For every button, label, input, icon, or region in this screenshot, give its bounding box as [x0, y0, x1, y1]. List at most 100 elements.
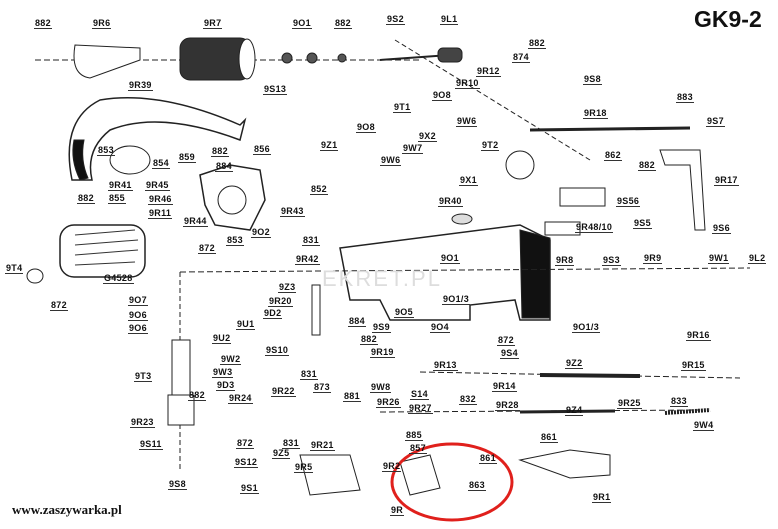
website-link[interactable]: www.zaszywarka.pl: [12, 502, 122, 517]
part-label: 854: [152, 158, 170, 169]
part-label: 856: [253, 144, 271, 155]
part-label: 9O1/3: [572, 322, 601, 333]
part-label: 9L1: [440, 14, 459, 25]
part-label: 9R21: [310, 440, 335, 451]
part-label: 9R2: [382, 461, 402, 472]
part-label: 9S3: [602, 255, 621, 266]
part-label: 9S1: [240, 483, 259, 494]
part-label: 9W1: [708, 253, 730, 264]
part-label: 9X2: [418, 131, 437, 142]
part-label: 9O1: [440, 253, 460, 264]
part-label: 9S8: [168, 479, 187, 490]
part-label: 885: [405, 430, 423, 441]
part-label: 9L2: [748, 253, 767, 264]
part-label: 9T1: [393, 102, 412, 113]
part-label: 9R41: [108, 180, 133, 191]
part-label: 9S10: [265, 345, 290, 356]
part-label: 9R6: [92, 18, 112, 29]
part-label: 833: [670, 396, 688, 407]
part-label: 882: [211, 146, 229, 157]
part-label: 9R19: [370, 347, 395, 358]
part-label: 9R13: [433, 360, 458, 371]
part-label: 9O5: [394, 307, 414, 318]
bracket-9R17: [659, 149, 706, 231]
part-label: 9R39: [128, 80, 153, 91]
part-label: 882: [528, 38, 546, 49]
part-label: 9R25: [617, 398, 642, 409]
part-label: 9R23: [130, 417, 155, 428]
part-label: 9R46: [148, 194, 173, 205]
part-label: 9R45: [145, 180, 170, 191]
part-label: 9R24: [228, 393, 253, 404]
part-label: 872: [236, 438, 254, 449]
part-label: 852: [310, 184, 328, 195]
part-label: 881: [343, 391, 361, 402]
part-label: 9R28: [495, 400, 520, 411]
part-label: 857: [409, 443, 427, 454]
part-label: 9U1: [236, 319, 256, 330]
part-label: 831: [300, 369, 318, 380]
part-label: 9R9: [643, 253, 663, 264]
part-label: 862: [604, 150, 622, 161]
part-label: 9W7: [402, 143, 424, 154]
part-label: 9S13: [263, 84, 288, 95]
part-label: 9W6: [380, 155, 402, 166]
part-label: 9S9: [372, 322, 391, 333]
part-label: 9O4: [430, 322, 450, 333]
part-label: 9T3: [134, 371, 153, 382]
cover-9R5: [299, 454, 361, 496]
part-label: 863: [468, 480, 486, 491]
part-label: 9S12: [234, 457, 259, 468]
part-label: 9R: [390, 505, 405, 516]
part-label: 832: [459, 394, 477, 405]
part-label: 861: [479, 453, 497, 464]
part-label: 9S4: [500, 348, 519, 359]
part-label: 9O8: [356, 122, 376, 133]
part-label: 9O2: [251, 227, 271, 238]
part-label: 9Z5: [272, 448, 291, 459]
part-label: 9D2: [263, 308, 283, 319]
part-label: 9W3: [212, 367, 234, 378]
part-label: 861: [540, 432, 558, 443]
part-label: 9R22: [271, 386, 296, 397]
part-label: 9W6: [456, 116, 478, 127]
part-label: 9S5: [633, 218, 652, 229]
part-label: 9R17: [714, 175, 739, 186]
motor-flange: [199, 164, 266, 231]
part-label: 872: [50, 300, 68, 311]
part-label: 9R7: [203, 18, 223, 29]
part-label: 9R20: [268, 296, 293, 307]
part-label: 882: [77, 193, 95, 204]
part-label: 9S7: [706, 116, 725, 127]
plate-in-highlight: [399, 454, 441, 496]
part-label: 9T4: [5, 263, 24, 274]
part-label: 9Z3: [278, 282, 297, 293]
part-label: 9Z2: [565, 358, 584, 369]
highlight-circle: [390, 442, 514, 522]
part-label: 9R18: [583, 108, 608, 119]
part-label: 853: [226, 235, 244, 246]
part-label: 9R16: [686, 330, 711, 341]
part-label: 9R26: [376, 397, 401, 408]
part-label: 9R48/10: [575, 222, 614, 233]
diagram-title: GK9-2: [694, 6, 762, 32]
part-label: 883: [676, 92, 694, 103]
part-label: 831: [302, 235, 320, 246]
part-label: 882: [188, 390, 206, 401]
part-label: 9O1: [292, 18, 312, 29]
motor: [59, 224, 146, 278]
part-label: G4528: [103, 273, 134, 284]
part-label: 9R14: [492, 381, 517, 392]
pulley-cover: [73, 44, 141, 79]
part-label: 882: [360, 334, 378, 345]
part-label: 873: [313, 382, 331, 393]
part-label: 9R27: [408, 403, 433, 414]
part-label: 882: [34, 18, 52, 29]
part-label: 9R40: [438, 196, 463, 207]
part-label: 9R44: [183, 216, 208, 227]
part-label: 853: [97, 145, 115, 156]
part-label: 9T2: [481, 140, 500, 151]
part-label: 831: [282, 438, 300, 449]
part-label: 859: [178, 152, 196, 163]
